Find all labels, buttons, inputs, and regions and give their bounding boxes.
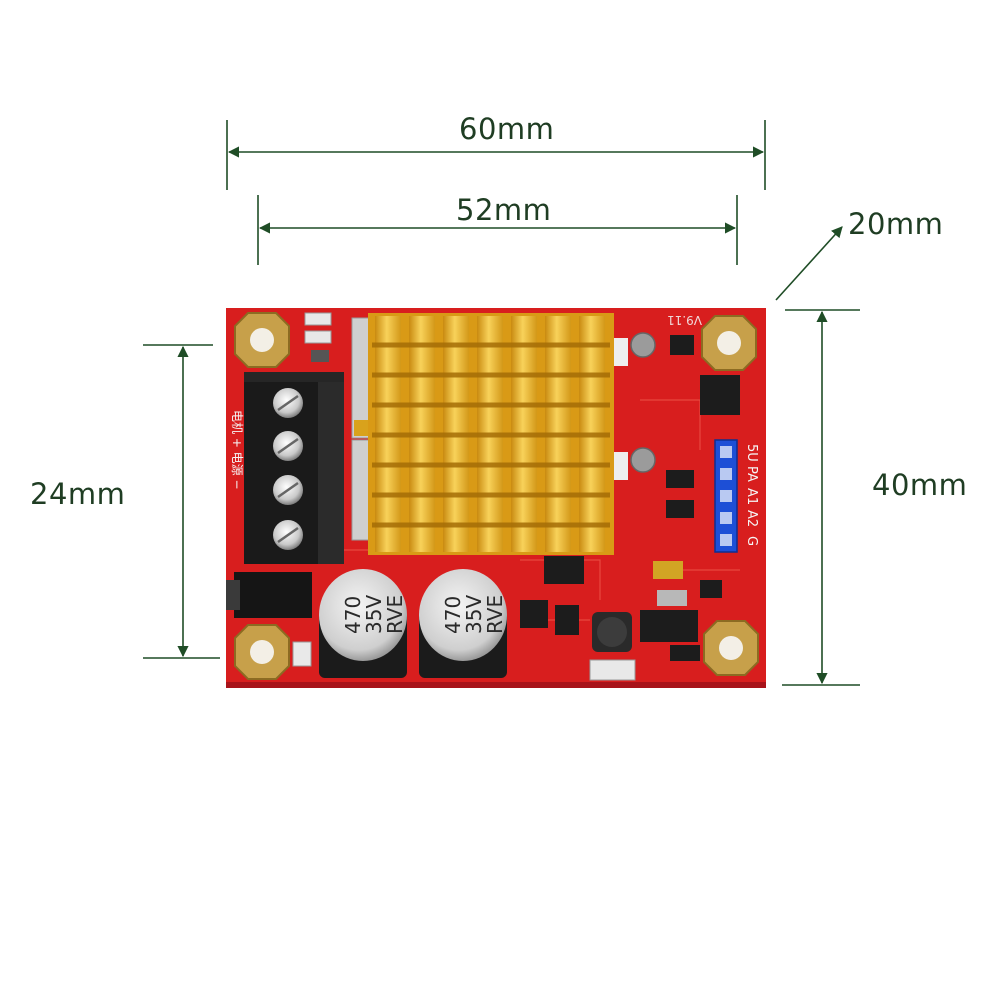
capacitor-label-line: 470 [441, 596, 465, 634]
ams1117-ic [640, 610, 698, 642]
dimension-hole-spacing-width-label: 52mm [456, 193, 552, 227]
dimension-total-length-label: 40mm [872, 468, 968, 502]
capacitor-label-line: RVE [483, 595, 507, 634]
pin-label-a2: A2 [744, 510, 759, 527]
electrolytic-capacitors: 47035VRVE 47035VRVE [319, 569, 507, 678]
capacitor-left-value: 47035VRVE [341, 595, 407, 634]
smd-components [520, 332, 740, 681]
heatsink [351, 313, 614, 555]
capacitor-left: 47035VRVE [319, 569, 407, 678]
mounting-pads [234, 312, 759, 680]
height-arrow [775, 226, 843, 301]
capacitor-right-value: 47035VRVE [441, 595, 507, 634]
pin-label-pa: PA [744, 466, 759, 482]
pin-header: 5U PA A1 A2 G [714, 439, 759, 553]
regulator-ic [700, 375, 740, 415]
mounting-pad-bottom-right [703, 620, 759, 676]
mounting-pad-bottom-left [234, 624, 290, 680]
dimension-hole-spacing-height-label: 24mm [30, 477, 126, 511]
terminal-screws [273, 388, 303, 550]
dimension-lines [143, 120, 860, 686]
board-version: V9.11 [667, 313, 702, 327]
dc-connector [234, 572, 312, 618]
capacitor-right: 47035VRVE [419, 569, 507, 678]
pin-label-5u: 5U [744, 444, 759, 462]
dimension-total-width-label: 60mm [459, 112, 555, 146]
screw-terminal: 电机 + 电源 − [230, 372, 344, 564]
mounting-pad-top-left [234, 312, 290, 368]
capacitor-label-line: 470 [341, 596, 365, 634]
leds [292, 312, 332, 667]
pin-label-a1: A1 [744, 488, 759, 505]
capacitor-label-line: RVE [383, 595, 407, 634]
mounting-pad-top-right [701, 315, 757, 371]
dimension-height-label: 20mm [848, 207, 944, 241]
pin-label-g: G [744, 536, 759, 546]
capacitor-label-line: 35V [462, 595, 486, 634]
capacitor-label-line: 35V [362, 595, 386, 634]
terminal-label: 电机 + 电源 − [230, 410, 244, 490]
